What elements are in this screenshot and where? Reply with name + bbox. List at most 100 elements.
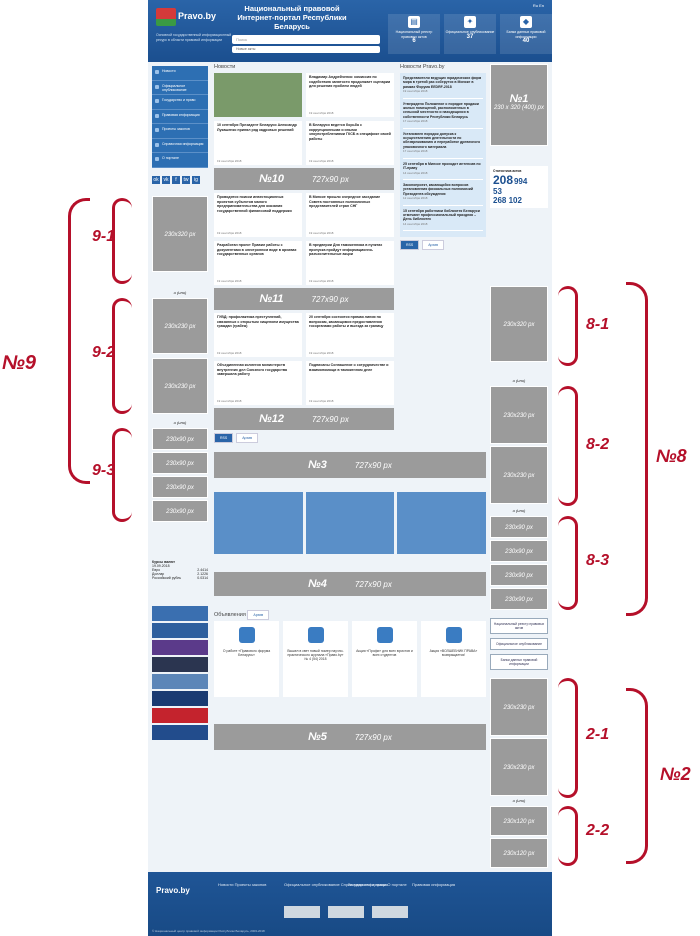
nav-news[interactable]: Новости	[152, 66, 208, 81]
news-card[interactable]: Объединенная коллегия министерств внутре…	[214, 361, 302, 405]
banner-9-3c[interactable]: 230x90 px	[152, 476, 208, 498]
language-switch[interactable]: Ru En	[532, 3, 544, 8]
banner-9-1[interactable]: 230x320 px	[152, 196, 208, 272]
banner-8-3b[interactable]: 230x90 px	[490, 540, 548, 562]
banner-9-3a[interactable]: 230x90 px	[152, 428, 208, 450]
site: Pravo.by Основной государственный информ…	[148, 0, 552, 936]
stats-big2: 994	[513, 177, 528, 186]
footer-col[interactable]: Официальное опубликование Справочная инф…	[284, 882, 389, 887]
vk-icon[interactable]: vk	[162, 175, 170, 184]
banner-8-3a[interactable]: 230x90 px	[490, 516, 548, 538]
news-card[interactable]: Владимир Андрейченко: комиссия по содейс…	[306, 73, 394, 117]
nav-bills[interactable]: Проекты законов	[152, 124, 208, 139]
link-databanks[interactable]: Банки данных правовой информации	[490, 654, 548, 670]
ad-card[interactable]: Вышел в свет новый номер научно-практиче…	[283, 621, 348, 697]
ad-card[interactable]: Акция «ВОЛШЕБНИК ПРАВА» возвращается!	[421, 621, 486, 697]
nav-publication[interactable]: Официальное опубликование	[152, 81, 208, 95]
banner-8-2a[interactable]: 230x230 px	[490, 386, 548, 444]
partner-banner[interactable]	[152, 674, 208, 689]
rss-button[interactable]: RSS	[214, 433, 234, 443]
news-date: 19 сентября 2018	[309, 350, 334, 355]
footer-banner[interactable]	[372, 906, 408, 918]
nav-about[interactable]: О портале	[152, 153, 208, 168]
pravo-news-item[interactable]: Законопроект, касающийся вопросов устано…	[403, 183, 483, 206]
partner-banner[interactable]	[152, 623, 208, 638]
news-card[interactable]: 20 сентября состоится прямая линия по во…	[306, 313, 394, 357]
ads-archive-button[interactable]: Архив	[247, 610, 270, 620]
carousel-slide[interactable]	[397, 492, 487, 554]
footer-col[interactable]: Правовая информация	[412, 882, 456, 887]
banner-2-1b[interactable]: 230x230 px	[490, 738, 548, 796]
banner-8-1[interactable]: 230x320 px	[490, 286, 548, 362]
news-card[interactable]: В предверии Дня таможенника в пунктах пр…	[306, 241, 394, 285]
news-card[interactable]: Подписаны Соглашение о сотрудничестве и …	[306, 361, 394, 405]
link-publication[interactable]: Официальное опубликование	[490, 638, 548, 650]
pravo-news-item[interactable]: 25 сентября в Минске проходит интенсив п…	[403, 162, 483, 180]
banner-9-3b[interactable]: 230x90 px	[152, 452, 208, 474]
banner-size: 727x90 px	[311, 174, 349, 184]
pravo-news-item[interactable]: Установлен порядок допуска к осуществлен…	[403, 132, 483, 159]
footer-col[interactable]: Государство и право О портале	[348, 882, 407, 887]
pravo-news-item[interactable]: 15 сентября работники библиотек Беларуси…	[403, 209, 483, 232]
facebook-icon[interactable]: f	[172, 175, 180, 184]
nav-reference[interactable]: Справочная информация	[152, 139, 208, 153]
partner-banner[interactable]	[152, 708, 208, 723]
banner-9-2a[interactable]: 230x230 px	[152, 298, 208, 354]
pravo-news-item[interactable]: Утверждено Положение о порядке продажи ж…	[403, 102, 483, 129]
banner-8-3c[interactable]: 230x90 px	[490, 564, 548, 586]
banner-8-3d[interactable]: 230x90 px	[490, 588, 548, 610]
news-card[interactable]: ГУВД: профилактика преступлений, связанн…	[214, 313, 302, 357]
ok-icon[interactable]: ok	[152, 175, 160, 184]
partner-banner[interactable]	[152, 640, 208, 655]
news-card[interactable]: Разработан проект Правил работы с докуме…	[214, 241, 302, 285]
banner-2-2b[interactable]: 230x120 px	[490, 838, 548, 868]
banner-2-2a[interactable]: 230x120 px	[490, 806, 548, 836]
news-photo[interactable]	[214, 73, 302, 117]
partner-banner[interactable]	[152, 657, 208, 672]
ad-card[interactable]: Акция «Профи» для всех юристов и всех ст…	[352, 621, 417, 697]
logo[interactable]: Pravo.by	[156, 8, 216, 30]
carousel-slide[interactable]	[214, 492, 303, 554]
footer-col[interactable]: Новости Проекты законов	[218, 882, 267, 887]
nav-legal-info[interactable]: Правовая информация	[152, 110, 208, 124]
archive-button[interactable]: Архив	[422, 240, 445, 251]
currency-rate: 2.1226	[197, 572, 208, 576]
news-card[interactable]: В Минске прошло очередное заседание Сове…	[306, 193, 394, 237]
search-input[interactable]: Поиск	[232, 35, 380, 44]
banner-8-2b[interactable]: 230x230 px	[490, 446, 548, 504]
nav-state-law[interactable]: Государство и право	[152, 95, 208, 110]
search-select[interactable]: Новые акты	[232, 46, 380, 53]
news-card[interactable]: В Беларуси ведется борьба с коррупционны…	[306, 121, 394, 165]
news-text: Проводятся поиски инвестиционных проекто…	[217, 195, 292, 213]
news-text: Подписаны Соглашение о сотрудничестве и …	[309, 363, 389, 372]
link-registry[interactable]: Национальный реестр правовых актов	[490, 618, 548, 634]
pravo-news-item[interactable]: Представители ведущих юридических фирм м…	[403, 76, 483, 99]
partner-banner[interactable]	[152, 606, 208, 621]
partner-banner[interactable]	[152, 691, 208, 706]
twitter-icon[interactable]: tw	[182, 175, 190, 184]
banner-9-3d[interactable]: 230x90 px	[152, 500, 208, 522]
ad-card[interactable]: О работе «Правового форума Беларусь»	[214, 621, 279, 697]
footer-banner[interactable]	[284, 906, 320, 918]
news-card[interactable]: 10 сентября Президент Беларуси Александр…	[214, 121, 302, 165]
news-card[interactable]: Проводятся поиски инвестиционных проекто…	[214, 193, 302, 237]
carousel-slide[interactable]	[305, 492, 395, 554]
footer-logo[interactable]: Pravo.by	[156, 886, 190, 895]
rss-button[interactable]: RSS	[400, 240, 420, 251]
banner-2-1a[interactable]: 230x230 px	[490, 678, 548, 736]
footer-banner[interactable]	[328, 906, 364, 918]
instagram-icon[interactable]: ig	[192, 175, 200, 184]
archive-button[interactable]: Архив	[236, 433, 259, 443]
banner-9-2b[interactable]: 230x230 px	[152, 358, 208, 414]
partner-banner[interactable]	[152, 725, 208, 740]
